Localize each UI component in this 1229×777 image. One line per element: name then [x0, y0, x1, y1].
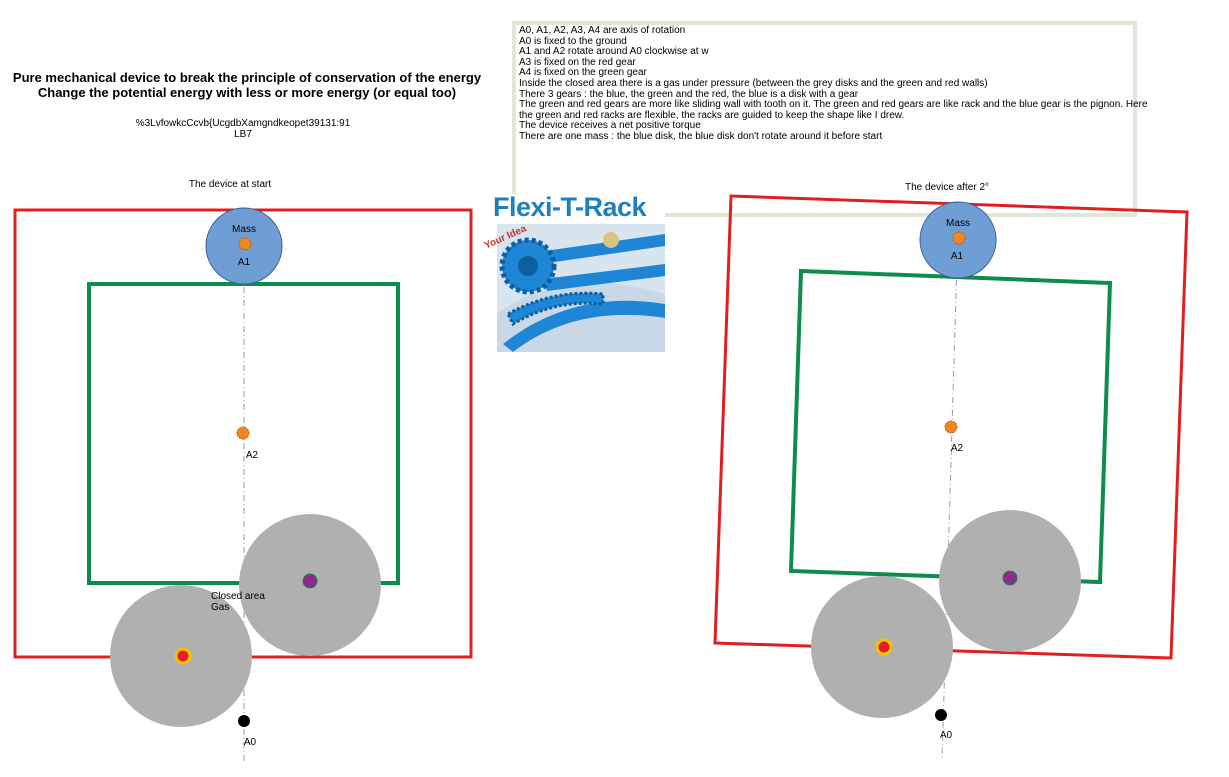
right-a0-axis-icon	[935, 709, 947, 721]
page-title: Pure mechanical device to break the prin…	[0, 70, 494, 100]
right-a1-axis-icon	[952, 231, 966, 245]
right-a3-axis-icon	[875, 638, 893, 656]
note-line: The device receives a net positive torqu…	[519, 120, 701, 132]
left-a2-axis-icon	[236, 426, 250, 440]
note-line: Inside the closed area there is a gas un…	[519, 77, 988, 89]
logo-title: Flexi-T-Rack	[493, 194, 647, 222]
left-gas-label: Gas	[211, 602, 229, 613]
code-line-1: %3LvfowkcCcvb{UcgdbXamgndkeopet39131:91	[135, 118, 351, 129]
note-line: A3 is fixed on the red gear	[519, 56, 636, 68]
code-text: %3LvfowkcCcvb{UcgdbXamgndkeopet39131:91 …	[100, 118, 386, 140]
right-a2-axis-icon	[944, 420, 958, 434]
right-green-gear-frame	[788, 268, 1113, 585]
note-line: A0, A1, A2, A3, A4 are axis of rotation	[519, 25, 686, 36]
left-mass-label: Mass	[232, 224, 256, 235]
notes-text: A0, A1, A2, A3, A4 are axis of rotation …	[519, 25, 1148, 143]
right-red-gear-frame	[713, 194, 1189, 660]
right-a1-label: A1	[951, 251, 964, 262]
rack-gear-illustration	[483, 194, 665, 352]
note-line: There 3 gears : the blue, the green and …	[519, 88, 859, 100]
right-caption: The device after 2°	[905, 182, 989, 193]
title-line-2: Change the potential energy with less or…	[37, 85, 457, 100]
right-a2-label: A2	[951, 443, 964, 454]
title-line-1: Pure mechanical device to break the prin…	[12, 70, 482, 85]
left-caption: The device at start	[189, 179, 271, 190]
right-a4-axis-icon	[1002, 570, 1018, 586]
left-a0-label: A0	[244, 737, 257, 748]
right-a0-label: A0	[940, 730, 953, 741]
left-a2-label: A2	[246, 450, 259, 461]
note-line: A1 and A2 rotate around A0 clockwise at …	[519, 46, 709, 58]
left-a1-label: A1	[238, 257, 251, 268]
note-line: A0 is fixed to the ground	[519, 35, 627, 47]
left-device: The device at start Mass A1 A2 Closed ar…	[13, 179, 473, 762]
notes-box	[512, 21, 1137, 217]
left-a1-axis-icon	[238, 237, 252, 251]
left-a3-axis-icon	[174, 647, 192, 665]
right-device: The device after 2° Mass A1 A2 A0	[713, 182, 1189, 761]
right-mass-label: Mass	[946, 218, 970, 229]
note-line: The green and red gears are more like sl…	[519, 99, 1148, 111]
left-a4-axis-icon	[302, 573, 318, 589]
left-closed-area-label: Closed area	[211, 591, 265, 602]
note-line: There are one mass : the blue disk, the …	[519, 130, 883, 142]
code-line-2: LB7	[234, 129, 252, 140]
flexi-t-rack-image: Flexi-T-Rack Your Idea	[483, 194, 665, 352]
note-line: the green and red racks are flexible, th…	[519, 109, 905, 121]
left-a0-axis-icon	[238, 715, 250, 727]
note-line: A4 is fixed on the green gear	[519, 67, 647, 79]
